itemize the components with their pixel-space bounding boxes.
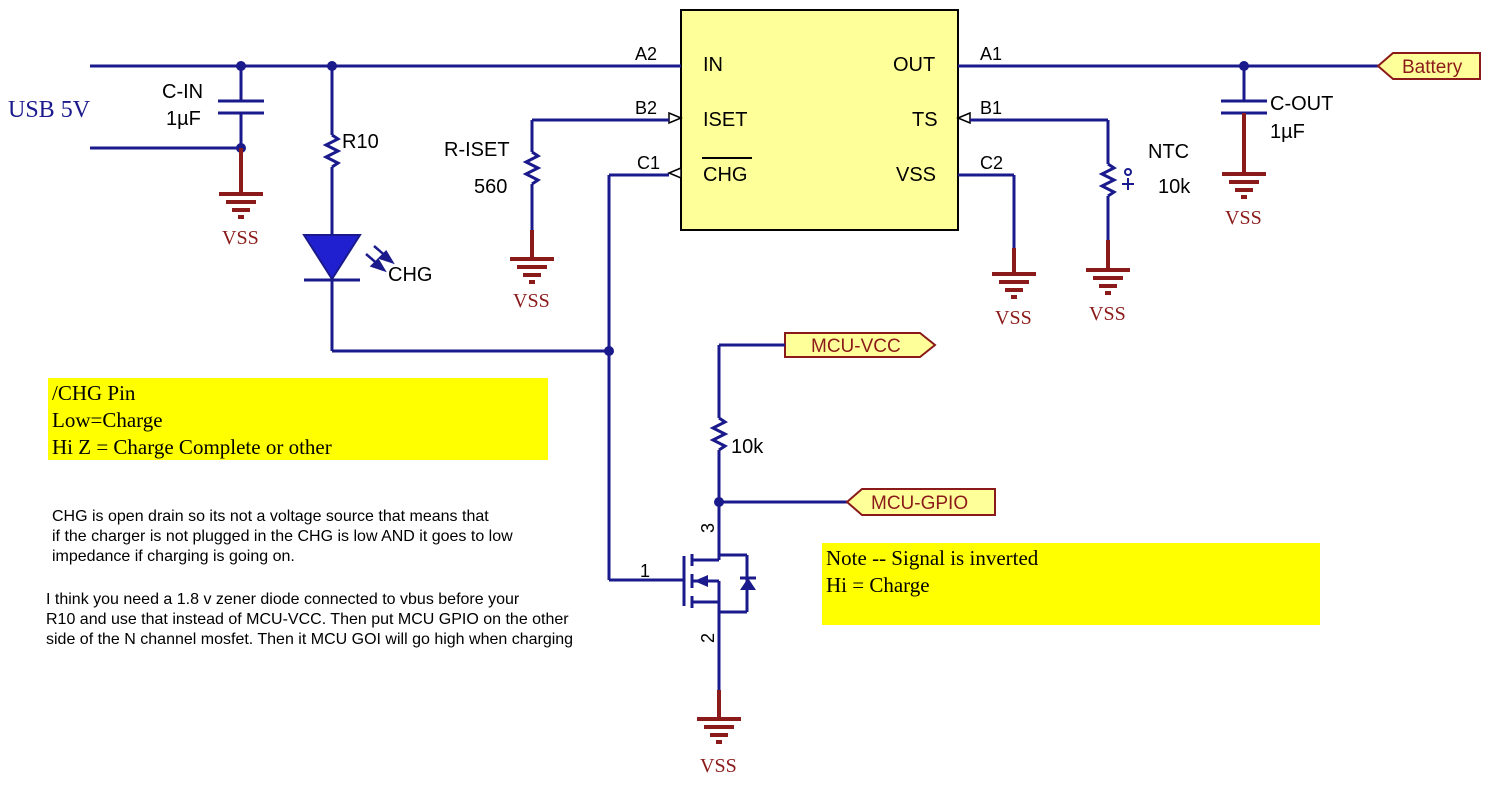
battery-port-label: Battery bbox=[1402, 57, 1463, 78]
ground-symbol bbox=[217, 168, 265, 219]
note-line: Note -- Signal is inverted bbox=[826, 546, 1039, 570]
mcu-gpio-label: MCU-GPIO bbox=[871, 493, 968, 514]
comment-line: CHG is open drain so its not a voltage s… bbox=[52, 508, 489, 525]
pin-number-b1: B1 bbox=[980, 98, 1002, 118]
open-drain-comment: CHG is open drain so its not a voltage s… bbox=[52, 507, 513, 567]
ground-symbol bbox=[508, 233, 556, 284]
riset-name: R-ISET bbox=[444, 139, 510, 161]
ground-symbol bbox=[990, 248, 1038, 299]
cout-value: 1µF bbox=[1270, 121, 1305, 143]
ic-pin-out: OUT bbox=[893, 54, 935, 76]
ground-label: VSS bbox=[513, 290, 550, 312]
ground-label: VSS bbox=[700, 755, 737, 777]
ic-pin-ts: TS bbox=[912, 109, 938, 131]
led-label: CHG bbox=[388, 264, 432, 286]
ground-symbol bbox=[1220, 148, 1268, 199]
fet-drain-pin: 3 bbox=[698, 523, 718, 533]
comment-line: side of the N channel mosfet. Then it MC… bbox=[46, 631, 574, 648]
ground-label: VSS bbox=[995, 307, 1032, 329]
riset-value: 560 bbox=[474, 176, 507, 198]
ground-symbol bbox=[695, 693, 743, 744]
junction-dot bbox=[236, 61, 246, 71]
fet-body-diode bbox=[740, 578, 756, 590]
cout-name: C-OUT bbox=[1270, 93, 1333, 115]
ntc-thermistor bbox=[1098, 162, 1118, 198]
comment-line: I think you need a 1.8 v zener diode con… bbox=[46, 591, 520, 608]
mcu-vcc-label: MCU-VCC bbox=[811, 336, 901, 357]
ntc-name: NTC bbox=[1148, 141, 1189, 163]
battery-port: Battery bbox=[1376, 52, 1481, 80]
ic-pin-in: IN bbox=[703, 54, 723, 76]
led-diode bbox=[302, 234, 362, 281]
pin-number-c2: C2 bbox=[980, 153, 1003, 173]
ntc-value: 10k bbox=[1158, 176, 1191, 198]
comment-line: impedance if charging is going on. bbox=[52, 548, 295, 565]
ground-label: VSS bbox=[1089, 303, 1126, 325]
charger-ic bbox=[680, 9, 959, 231]
mcu-gpio-port: MCU-GPIO bbox=[845, 488, 996, 516]
pin-number-c1: C1 bbox=[637, 153, 660, 173]
ts-input-arrow bbox=[956, 111, 971, 125]
led-emission-arrows bbox=[365, 245, 395, 273]
fet-gate-pin: 1 bbox=[640, 561, 650, 581]
usb-label: USB 5V bbox=[8, 97, 91, 123]
r10-resistor bbox=[322, 133, 342, 169]
note-line: /CHG Pin bbox=[52, 381, 136, 405]
fet-body-arrow bbox=[694, 575, 708, 587]
pin-number-a2: A2 bbox=[635, 44, 657, 64]
comment-line: if the charger is not plugged in the CHG… bbox=[52, 528, 513, 545]
ic-pin-vss: VSS bbox=[896, 164, 936, 186]
r10-label: R10 bbox=[342, 131, 379, 153]
note-line: Low=Charge bbox=[52, 408, 163, 432]
thermistor-temp-icon bbox=[1122, 168, 1134, 190]
cin-value: 1µF bbox=[166, 108, 201, 130]
pin-number-b2: B2 bbox=[635, 98, 657, 118]
note-line: Hi Z = Charge Complete or other bbox=[52, 435, 332, 459]
ic-pin-chg: CHG bbox=[703, 164, 747, 186]
fet-source-pin: 2 bbox=[698, 633, 718, 643]
ground-label: VSS bbox=[222, 227, 259, 249]
ground-symbol bbox=[1084, 244, 1132, 295]
ic-pin-iset: ISET bbox=[703, 109, 747, 131]
note-line: Hi = Charge bbox=[826, 573, 930, 597]
iset-input-arrow bbox=[668, 111, 683, 125]
chg-output-arrow bbox=[667, 166, 682, 180]
pin-number-a1: A1 bbox=[980, 44, 1002, 64]
ground-label: VSS bbox=[1225, 207, 1262, 229]
mcu-vcc-port: MCU-VCC bbox=[784, 332, 937, 358]
zener-comment: I think you need a 1.8 v zener diode con… bbox=[46, 590, 573, 650]
cin-name: C-IN bbox=[162, 81, 203, 103]
pullup-value: 10k bbox=[731, 436, 764, 458]
chg-pin-note: /CHG Pin Low=Charge Hi Z = Charge Comple… bbox=[48, 378, 548, 460]
comment-line: R10 and use that instead of MCU-VCC. The… bbox=[46, 611, 569, 628]
riset-resistor bbox=[522, 150, 542, 186]
inverted-signal-note: Note -- Signal is inverted Hi = Charge bbox=[822, 543, 1320, 625]
pullup-resistor bbox=[709, 416, 729, 452]
